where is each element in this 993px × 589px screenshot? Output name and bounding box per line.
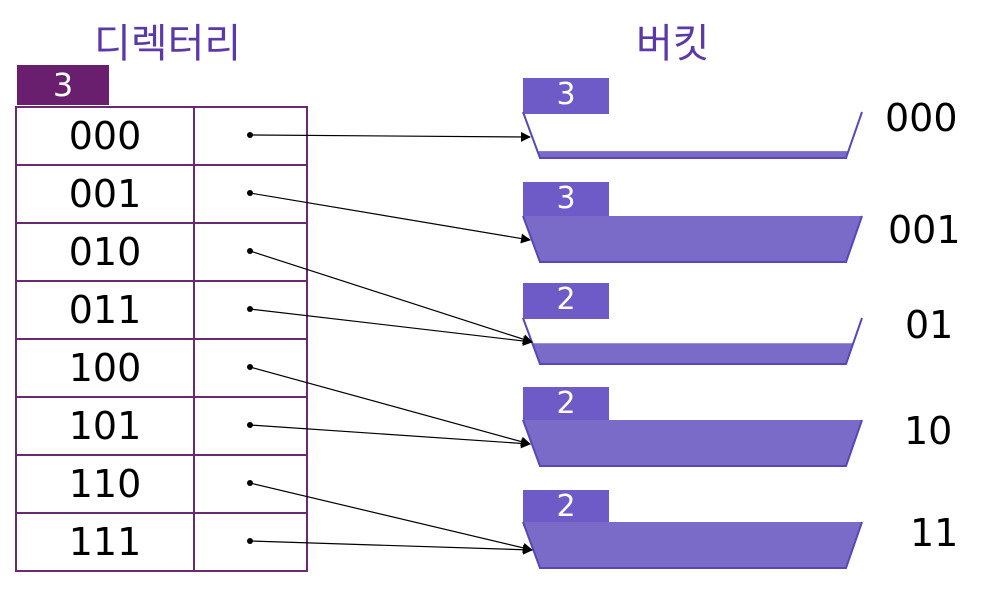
bucket-fill — [532, 343, 854, 364]
bucket-fill — [537, 151, 849, 158]
bucket-fill — [523, 216, 862, 262]
directory-key: 011 — [17, 282, 195, 338]
directory-key: 001 — [17, 166, 195, 222]
directory-key: 010 — [17, 224, 195, 280]
bucket-label: 01 — [905, 303, 954, 347]
bucket-outline — [522, 215, 863, 263]
directory-table: 000 001 010 011 100 101 110 111 — [15, 106, 308, 572]
pointer-arrow — [249, 482, 533, 553]
bucket-fill — [523, 522, 862, 568]
directory-row: 111 — [17, 514, 306, 572]
directory-key: 101 — [17, 398, 195, 454]
pointer-arrow — [249, 540, 533, 555]
bucket-outline — [522, 419, 863, 467]
global-depth-badge: 3 — [17, 65, 109, 105]
directory-row: 001 — [17, 166, 306, 224]
directory-title: 디렉터리 — [94, 21, 242, 67]
bucket-label: 001 — [888, 208, 961, 252]
bucket-label: 11 — [910, 511, 959, 555]
directory-row: 100 — [17, 340, 306, 398]
pointer-arrow — [249, 250, 533, 344]
bucket-depth-badge: 3 — [523, 182, 609, 218]
pointer-arrow — [249, 366, 531, 447]
directory-key: 000 — [17, 108, 195, 164]
directory-row: 000 — [17, 108, 306, 166]
bucket-label: 10 — [904, 409, 953, 453]
bucket — [522, 521, 863, 569]
bucket-depth-badge: 2 — [523, 387, 609, 423]
directory-key: 110 — [17, 456, 195, 512]
directory-key: 100 — [17, 340, 195, 396]
bucket-outline — [522, 111, 863, 159]
directory-row: 010 — [17, 224, 306, 282]
pointer-arrow — [249, 424, 531, 449]
bucket-depth-badge: 2 — [523, 490, 609, 526]
bucket — [522, 215, 863, 263]
bucket — [522, 317, 863, 365]
directory-row: 011 — [17, 282, 306, 340]
directory-row: 110 — [17, 456, 306, 514]
directory-row: 101 — [17, 398, 306, 456]
bucket-label: 000 — [885, 96, 958, 140]
bucket-fill — [523, 420, 862, 466]
bucket-depth-badge: 2 — [523, 283, 609, 319]
directory-key: 111 — [17, 514, 195, 572]
bucket — [522, 419, 863, 467]
bucket — [522, 111, 863, 159]
pointer-arrow — [249, 308, 533, 346]
pointer-arrow — [249, 131, 531, 142]
bucket-title: 버킷 — [636, 21, 710, 67]
bucket-depth-badge: 3 — [523, 78, 609, 114]
pointer-arrow — [249, 192, 531, 244]
